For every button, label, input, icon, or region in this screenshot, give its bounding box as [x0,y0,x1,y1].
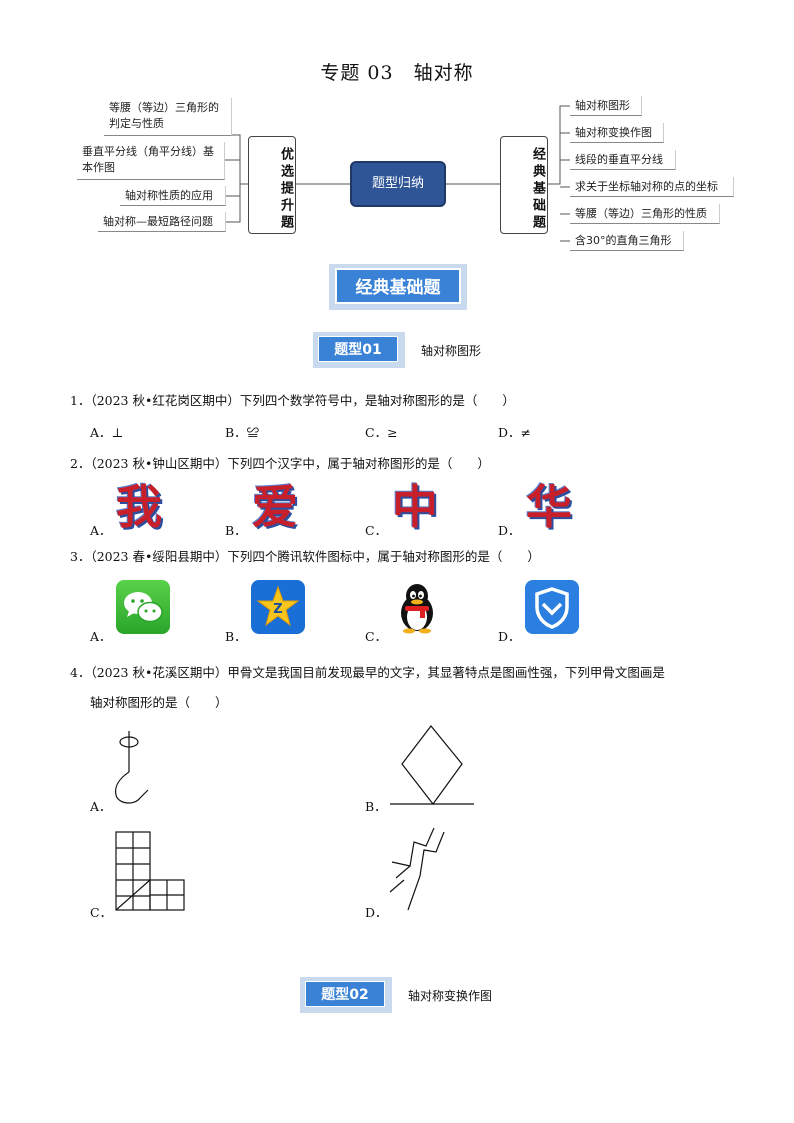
q3-stem: 3．（2023 春•绥阳县期中）下列四个腾讯软件图标中，属于轴对称图形的是（ ） [70,549,540,564]
q4-option-c-letter: C． [90,905,113,920]
mindmap-right-group: 经典基础题 [500,136,548,234]
mindmap-left-group: 优选提升题 [248,136,296,234]
mindmap-right-item-1: 轴对称图形 [570,96,642,116]
q4-option-b-letter: B． [365,799,387,814]
q1-option-d: D．≠ [498,425,531,440]
q3-option-c-letter: C． [365,629,388,644]
svg-text:Z: Z [273,602,282,617]
type02-tag-label: 题型02 [305,981,385,1007]
type01-title: 轴对称图形 [421,344,482,358]
mindmap-right-item-2: 轴对称变换作图 [570,123,664,143]
q4-option-d-letter: D． [365,905,388,920]
q4-stem-line2: 轴对称图形的是（ ） [90,695,228,710]
type01-tag-label: 题型01 [318,336,398,362]
mindmap-left-item-3: 轴对称性质的应用 [120,186,226,206]
q2-hanzi-ai: 爱 [252,480,298,534]
q2-hanzi-zhong: 中 [392,480,438,534]
q2-option-a-letter: A． [90,523,112,538]
q3-option-d-letter: D． [498,629,521,644]
mindmap-left-item-4: 轴对称—最短路径问题 [98,212,226,232]
section-banner-label: 经典基础题 [335,268,461,304]
page-title: 专题 03 轴对称 [320,62,474,84]
qq-penguin-icon [390,580,444,634]
q3-option-a-letter: A． [90,629,112,644]
q4-option-a-letter: A． [90,799,112,814]
mindmap-right-item-6: 含30°的直角三角形 [570,231,684,251]
q2-option-d-letter: D． [498,523,521,538]
oracle-grid-figure [115,831,185,911]
mindmap-center-node: 题型归纳 [350,161,446,207]
tencent-security-icon [525,580,579,634]
oracle-hook-figure [115,731,149,804]
wechat-icon [116,580,170,634]
q2-option-c-letter: C． [365,523,388,538]
type02-title: 轴对称变换作图 [408,989,493,1003]
q1-stem: 1．（2023 秋•红花岗区期中）下列四个数学符号中，是轴对称图形的是（ ） [70,393,515,408]
mindmap-right-item-4: 求关于坐标轴对称的点的坐标 [570,177,734,197]
q3-option-b-letter: B． [225,629,247,644]
section-banner: 经典基础题 [329,264,467,310]
mindmap-connectors [225,105,570,242]
q2-stem: 2．（2023 秋•钟山区期中）下列四个汉字中，属于轴对称图形的是（ ） [70,456,490,471]
q2-hanzi-hua: 华 [526,480,572,534]
mindmap-left-item-1: 等腰（等边）三角形的判定与性质 [104,98,232,136]
oracle-zigzag-figure [389,827,445,911]
mindmap-left-item-2: 垂直平分线（角平分线）基本作图 [77,142,225,180]
qzone-icon: Z [251,580,305,634]
mindmap-right-item-5: 等腰（等边）三角形的性质 [570,204,720,224]
q4-stem-line1: 4．（2023 秋•花溪区期中）甲骨文是我国目前发现最早的文字，其显著特点是图画… [70,665,665,680]
q2-hanzi-wo: 我 [116,480,162,534]
q1-option-c: C．≥ [365,425,398,440]
q2-option-b-letter: B． [225,523,247,538]
mindmap-right-item-3: 线段的垂直平分线 [570,150,676,170]
q1-option-a: A．⊥ [90,425,124,440]
q1-option-b: B．≌ [225,425,260,440]
oracle-diamond-figure [390,725,474,806]
